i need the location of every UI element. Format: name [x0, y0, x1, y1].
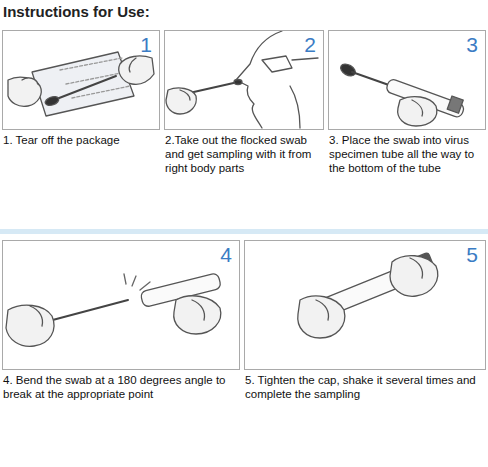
step-panel: 44. Bend the swab at a 180 degrees angle… — [2, 240, 240, 370]
step-panel: 11. Tear off the package — [2, 30, 160, 130]
page-title: Instructions for Use: — [3, 3, 150, 20]
tube-insert-figure — [339, 62, 466, 126]
step-panel: 22.Take out the flocked swab and get sam… — [164, 30, 324, 130]
step-caption: 4. Bend the swab at a 180 degrees angle … — [3, 373, 239, 401]
step-number: 3 — [466, 33, 478, 56]
step-panel: 55. Tighten the cap, shake it several ti… — [244, 240, 486, 370]
step-caption: 5. Tighten the cap, shake it several tim… — [245, 373, 485, 401]
package-figure — [8, 52, 154, 116]
step-number: 1 — [140, 33, 152, 56]
cap-tube-figure — [298, 252, 438, 338]
step-number: 4 — [220, 243, 232, 266]
separator-band — [0, 229, 488, 234]
step-caption: 1. Tear off the package — [3, 133, 159, 147]
face-sampling-figure — [166, 31, 318, 128]
step-caption: 3. Place the swab into virus specimen tu… — [329, 133, 485, 175]
step-panel: 33. Place the swab into virus specimen t… — [328, 30, 486, 130]
bend-swab-figure — [6, 273, 221, 347]
step-caption: 2.Take out the flocked swab and get samp… — [165, 133, 323, 175]
step-number: 2 — [304, 33, 316, 56]
step-number: 5 — [466, 243, 478, 266]
